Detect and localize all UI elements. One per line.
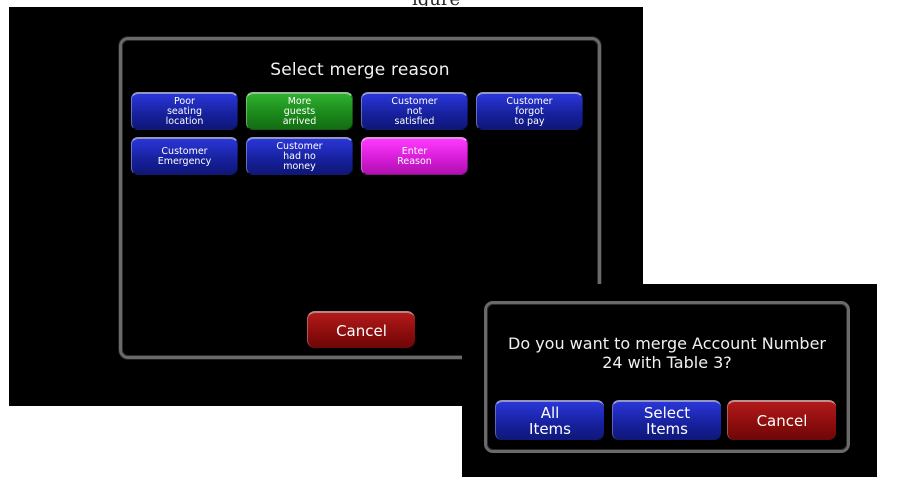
enter-reason-button[interactable]: Enter Reason — [361, 137, 468, 175]
select-items-button[interactable]: Select Items — [612, 400, 721, 440]
merge-confirm-dialog: Do you want to merge Account Number 24 w… — [484, 301, 850, 453]
reason-emergency-button[interactable]: Customer Emergency — [131, 137, 238, 175]
all-items-button[interactable]: All Items — [495, 400, 604, 440]
dialog-title: Select merge reason — [270, 60, 450, 80]
cancel-button[interactable]: Cancel — [307, 311, 415, 348]
reason-poor-seating-button[interactable]: Poor seating location — [131, 92, 238, 130]
reason-more-guests-button[interactable]: More guests arrived — [246, 92, 353, 130]
merge-reason-screen: Select merge reason Poor seating locatio… — [9, 7, 643, 406]
confirm-cancel-button[interactable]: Cancel — [727, 400, 836, 440]
reason-forgot-to-pay-button[interactable]: Customer forgot to pay — [476, 92, 583, 130]
merge-reason-dialog: Select merge reason Poor seating locatio… — [119, 37, 601, 359]
confirm-message: Do you want to merge Account Number 24 w… — [508, 334, 826, 372]
reason-not-satisfied-button[interactable]: Customer not satisfied — [361, 92, 468, 130]
reason-no-money-button[interactable]: Customer had no money — [246, 137, 353, 175]
merge-confirm-screen: Do you want to merge Account Number 24 w… — [462, 284, 877, 477]
top-caption-fragment: igure — [0, 0, 900, 6]
caption-text: igure — [412, 0, 460, 6]
